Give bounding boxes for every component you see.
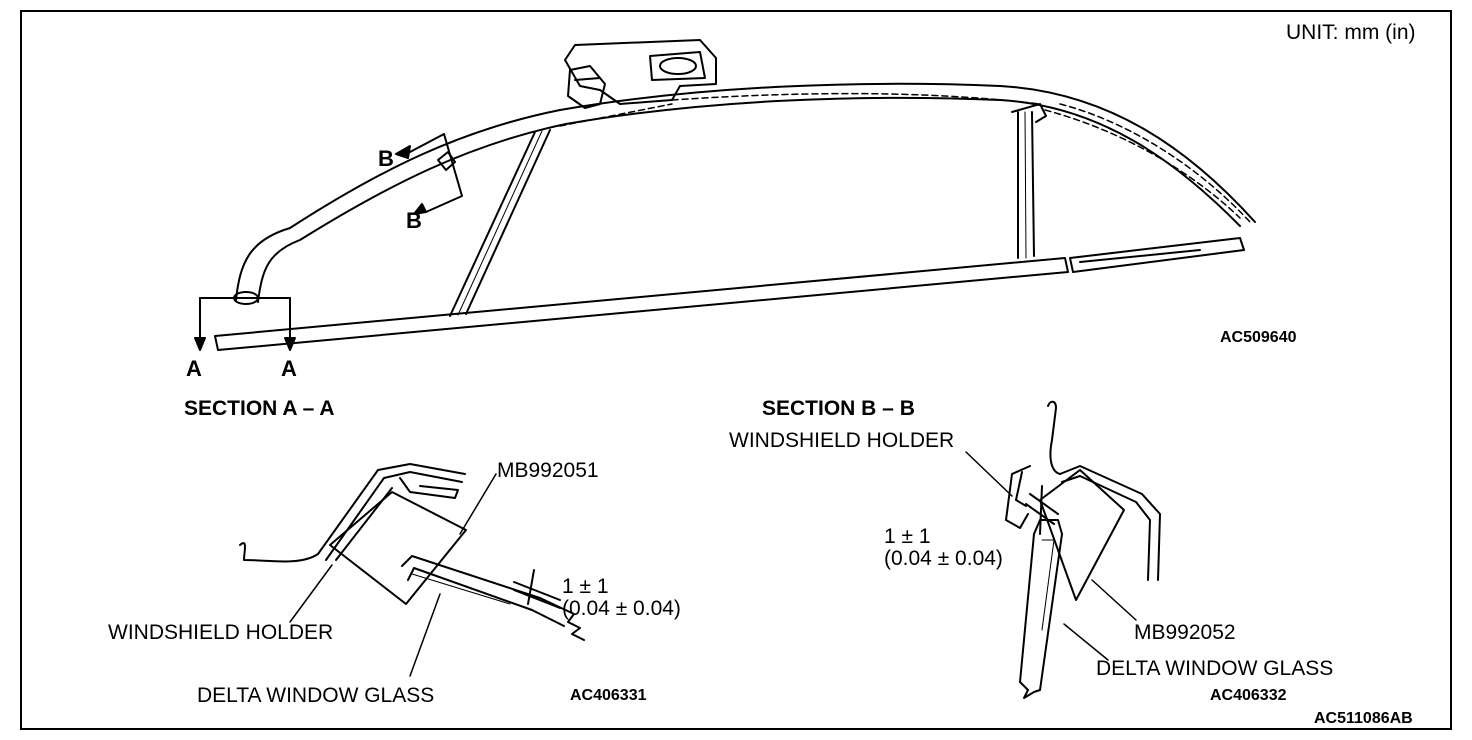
- section-a-gap-value-in: (0.04 ± 0.04): [562, 597, 681, 620]
- section-a-tool-label: MB992051: [497, 459, 599, 482]
- section-b-tool-label: MB992052: [1134, 621, 1236, 644]
- section-b-figure-code: AC406332: [1210, 687, 1287, 704]
- window-frame-overview: [214, 39, 1256, 351]
- section-b-gap-value: 1 ± 1: [884, 525, 931, 548]
- section-a-illustration: [239, 463, 585, 677]
- overview-figure-code: AC509640: [1220, 329, 1297, 346]
- marker-a-left: A: [186, 356, 202, 381]
- marker-a-right: A: [281, 356, 297, 381]
- section-a-holder-label: WINDSHIELD HOLDER: [108, 621, 334, 644]
- marker-b-upper: B: [378, 146, 394, 171]
- section-a-glass-label: DELTA WINDOW GLASS: [197, 684, 435, 707]
- section-b-glass-label: DELTA WINDOW GLASS: [1096, 657, 1334, 680]
- unit-label: UNIT: mm (in): [1286, 21, 1416, 44]
- section-b-illustration: [965, 400, 1161, 699]
- section-b-gap-value-in: (0.04 ± 0.04): [884, 547, 1003, 570]
- section-a-gap-value: 1 ± 1: [562, 575, 609, 598]
- section-b-title: SECTION B – B: [762, 397, 915, 420]
- section-a-title: SECTION A – A: [184, 397, 335, 420]
- marker-b-lower: B: [406, 208, 422, 233]
- section-markers: [194, 133, 463, 351]
- section-b-holder-label: WINDSHIELD HOLDER: [729, 429, 955, 452]
- diagram-frame: [20, 10, 1452, 730]
- section-a-figure-code: AC406331: [570, 687, 647, 704]
- sheet-code: AC511086AB: [1314, 710, 1413, 727]
